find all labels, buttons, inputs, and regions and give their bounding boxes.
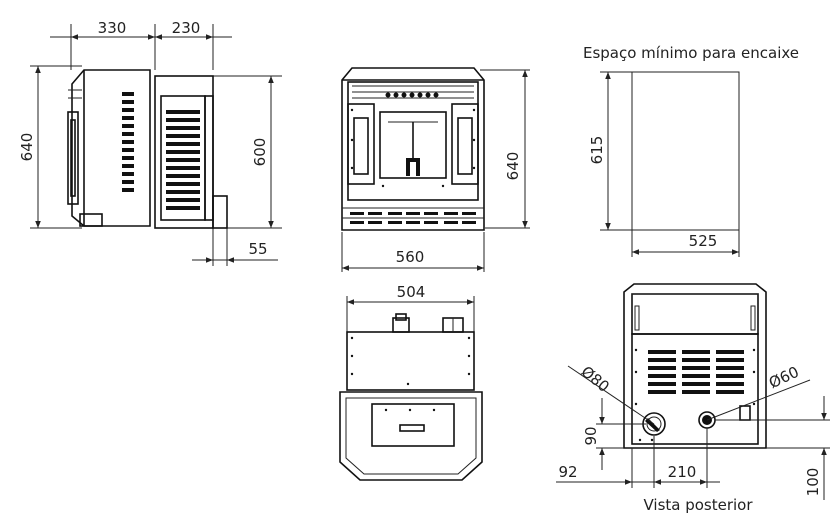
dim-front-640: 640 bbox=[504, 152, 522, 181]
dim-side-230: 230 bbox=[172, 19, 201, 37]
niche-title: Espaço mínimo para encaixe bbox=[583, 44, 799, 62]
dim-niche-525: 525 bbox=[689, 232, 718, 250]
dim-top-504: 504 bbox=[397, 283, 426, 301]
dim-rear-90: 90 bbox=[582, 426, 600, 445]
dim-side-600: 600 bbox=[251, 138, 269, 167]
dim-rear-dia-60: Ø60 bbox=[766, 363, 802, 392]
niche-view: Espaço mínimo para encaixe 615 525 bbox=[583, 44, 799, 257]
dim-side-640: 640 bbox=[18, 133, 36, 162]
dim-side-330: 330 bbox=[98, 19, 127, 37]
side-view: 330 230 640 600 55 bbox=[18, 19, 282, 266]
front-view: 640 560 bbox=[341, 67, 530, 272]
dim-rear-dia-80: Ø80 bbox=[578, 362, 613, 396]
dim-side-55: 55 bbox=[248, 240, 267, 258]
dim-rear-92: 92 bbox=[558, 463, 577, 481]
rear-view: Ø80 Ø60 90 92 210 100 Vista posterior bbox=[556, 283, 830, 514]
dim-rear-100: 100 bbox=[804, 468, 822, 497]
dim-front-560: 560 bbox=[396, 248, 425, 266]
rear-view-title: Vista posterior bbox=[643, 496, 753, 514]
dim-rear-210: 210 bbox=[668, 463, 697, 481]
dim-niche-615: 615 bbox=[588, 136, 606, 165]
top-view: 504 bbox=[339, 283, 483, 481]
